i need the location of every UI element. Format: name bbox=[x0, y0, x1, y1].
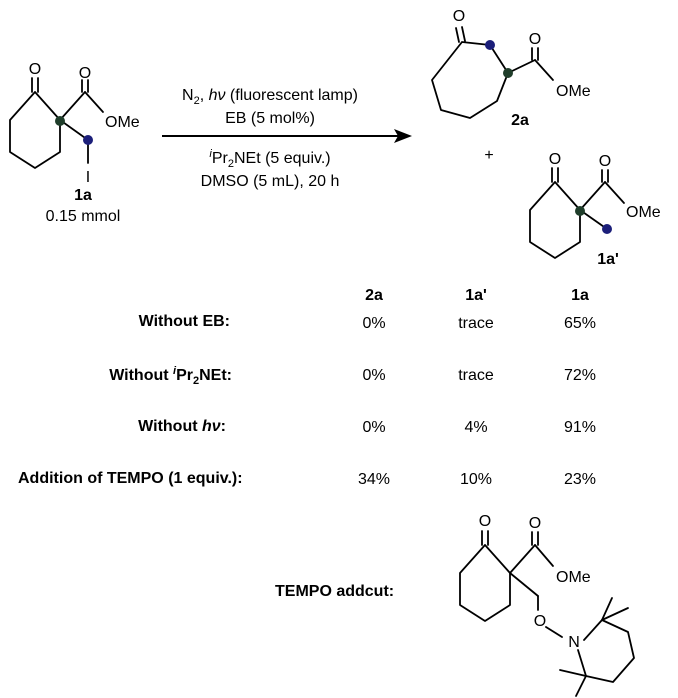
cell-yield-1a-prime: 10% bbox=[460, 471, 492, 488]
substrate-label: 1a bbox=[74, 187, 92, 204]
cell-yield-1a: 23% bbox=[564, 471, 596, 488]
quaternary-carbon-dot bbox=[55, 116, 65, 126]
row-condition-without-light: Without hν: bbox=[138, 418, 226, 435]
tempo-adduct-structure bbox=[459, 530, 635, 697]
reaction-arrow bbox=[162, 129, 412, 143]
cell-yield-1a: 91% bbox=[564, 419, 596, 436]
quaternary-carbon-dot bbox=[503, 68, 513, 78]
ring-o-atom: O bbox=[453, 8, 465, 25]
conditions-line-3: iPr2NEt (5 equiv.) bbox=[209, 148, 330, 170]
product-1a-prime-label: 1a' bbox=[597, 251, 619, 268]
product-2a-structure bbox=[431, 26, 554, 119]
carbonyl-o-atom: O bbox=[29, 61, 41, 78]
conditions-line-4: DMSO (5 mL), 20 h bbox=[201, 173, 340, 190]
carbonyl-o-atom: O bbox=[549, 151, 561, 168]
cell-yield-1a-prime: trace bbox=[458, 367, 494, 384]
carbonyl-o-atom: O bbox=[479, 513, 491, 530]
nitrogen-atom: N bbox=[568, 634, 580, 651]
cell-yield-1a: 72% bbox=[564, 367, 596, 384]
cell-yield-2a: 0% bbox=[362, 419, 385, 436]
column-header-1a-prime: 1a' bbox=[465, 287, 487, 304]
ome-group: OMe bbox=[556, 83, 591, 100]
product-2a-label: 2a bbox=[511, 112, 529, 129]
methylene-carbon-dot bbox=[485, 40, 495, 50]
row-condition-without-eb: Without EB: bbox=[139, 313, 230, 330]
iodo-atom: I bbox=[86, 169, 90, 186]
tempo-adduct-label: TEMPO addcut: bbox=[275, 583, 394, 600]
cell-yield-2a: 0% bbox=[362, 315, 385, 332]
product-1a-prime-structure bbox=[529, 167, 625, 259]
ome-group: OMe bbox=[626, 204, 661, 221]
methylene-carbon-dot bbox=[83, 135, 93, 145]
cell-yield-1a-prime: 4% bbox=[464, 419, 487, 436]
substrate-amount: 0.15 mmol bbox=[46, 208, 121, 225]
ome-group: OMe bbox=[556, 569, 591, 586]
conditions-line-2: EB (5 mol%) bbox=[225, 110, 315, 127]
cell-yield-2a: 0% bbox=[362, 367, 385, 384]
ome-group: OMe bbox=[105, 114, 140, 131]
row-condition-tempo: Addition of TEMPO (1 equiv.): bbox=[18, 470, 243, 487]
ester-o-atom: O bbox=[529, 31, 541, 48]
column-header-1a: 1a bbox=[571, 287, 589, 304]
results-table: 2a 1a' 1a Without EB: 0% trace 65% Witho… bbox=[18, 287, 596, 488]
quaternary-carbon-dot bbox=[575, 206, 585, 216]
plus-sign: + bbox=[484, 147, 493, 164]
methyl-carbon-dot bbox=[602, 224, 612, 234]
row-condition-without-base: Without iPr2NEt: bbox=[109, 365, 232, 387]
conditions-line-1: N2, hν (fluorescent lamp) bbox=[182, 87, 358, 107]
ester-o-atom: O bbox=[599, 153, 611, 170]
column-header-2a: 2a bbox=[365, 287, 383, 304]
cell-yield-2a: 34% bbox=[358, 471, 390, 488]
ester-o-atom: O bbox=[79, 65, 91, 82]
cell-yield-1a-prime: trace bbox=[458, 315, 494, 332]
cell-yield-1a: 65% bbox=[564, 315, 596, 332]
ester-o-atom: O bbox=[529, 515, 541, 532]
substrate-1a-structure bbox=[9, 77, 104, 169]
ether-o-atom: O bbox=[534, 613, 546, 630]
